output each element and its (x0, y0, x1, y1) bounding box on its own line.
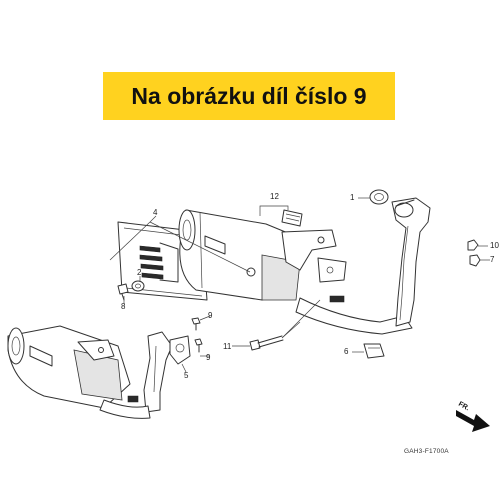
clip-part (363, 343, 385, 359)
callout-11: 11 (223, 342, 232, 351)
front-direction-arrow-icon (456, 410, 490, 432)
callout-1: 1 (350, 193, 355, 202)
flange-gasket-part (169, 335, 191, 365)
callout-9-upper: 9 (208, 311, 213, 320)
leader-lines (109, 197, 490, 373)
part-number-banner: Na obrázku díl číslo 9 (103, 72, 395, 120)
banner-text: Na obrázku díl číslo 9 (131, 82, 367, 109)
upper-muffler (178, 209, 413, 335)
callout-2: 2 (137, 268, 142, 277)
callout-12: 12 (270, 192, 279, 201)
callout-6: 6 (344, 347, 349, 356)
gasket-part (369, 189, 389, 205)
nut-part (467, 239, 481, 267)
upper-exhaust-pipe (391, 197, 431, 327)
callout-4: 4 (153, 208, 158, 217)
long-bolt-part (249, 335, 284, 351)
callout-7: 7 (490, 255, 495, 264)
callout-5: 5 (184, 371, 189, 380)
callout-8: 8 (121, 302, 126, 311)
lower-muffler (7, 325, 173, 419)
part-9-bolts (191, 317, 203, 353)
label-plate-part (281, 209, 303, 227)
callout-10: 10 (490, 241, 499, 250)
callout-9-lower: 9 (206, 353, 211, 362)
bolt-washer-part (117, 280, 145, 301)
diagram-code: GAH3-F1700A (404, 448, 449, 455)
